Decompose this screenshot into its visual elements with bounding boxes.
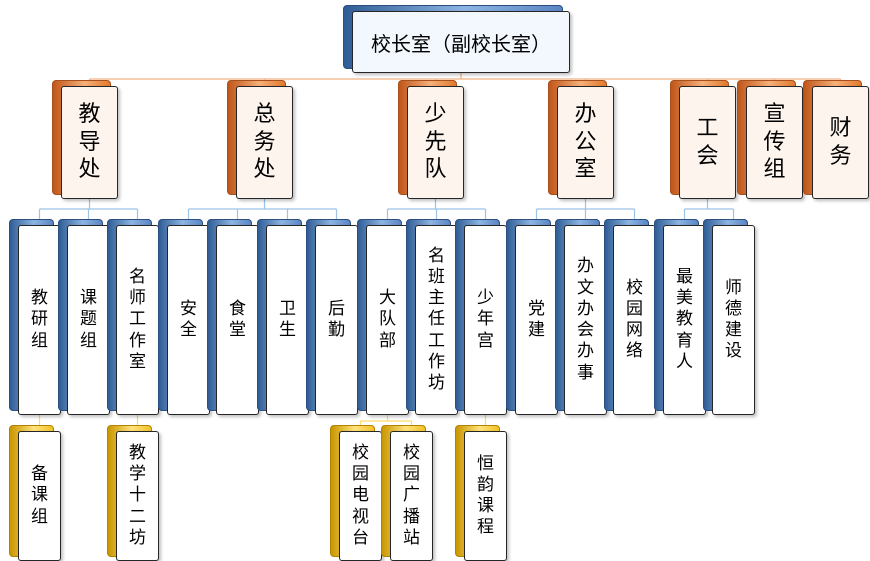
- box-label: 办公室: [574, 102, 597, 183]
- unit-box-unit-mingshi: 名师工作室: [107, 219, 159, 415]
- box-label: 名师工作室: [129, 266, 146, 372]
- box-label: 少年宫: [477, 288, 494, 351]
- box-label: 食堂: [229, 298, 246, 340]
- box-label: 办文办会办事: [577, 256, 594, 383]
- unit-box-unit-zuimei: 最美教育人: [654, 219, 706, 415]
- subunit-box-sub-guangbo: 校园广播站: [381, 425, 433, 561]
- box-face: 师德建设: [712, 225, 755, 415]
- subunit-box-sub-dianshi: 校园电视台: [330, 425, 382, 561]
- box-label: 备课组: [31, 464, 48, 527]
- department-box-dept-jiaodao: 教导处: [52, 80, 118, 199]
- unit-box-unit-dadui: 大队部: [357, 219, 409, 415]
- box-label: 党建: [528, 298, 545, 340]
- box-face: 安全: [167, 225, 210, 415]
- box-face: 大队部: [366, 225, 409, 415]
- unit-box-unit-mingban: 名班主任工作坊: [406, 219, 458, 415]
- department-box-dept-zongwu: 总务处: [227, 80, 293, 199]
- box-label: 校园网络: [626, 277, 643, 362]
- box-face: 最美教育人: [663, 225, 706, 415]
- box-label: 大队部: [379, 288, 396, 351]
- box-face: 财务: [812, 86, 869, 199]
- box-label: 课题组: [80, 288, 97, 351]
- department-box-dept-xuanchuan: 宣传组: [737, 80, 803, 199]
- box-face: 少年宫: [464, 225, 507, 415]
- unit-box-unit-keti: 课题组: [58, 219, 110, 415]
- root-box-root: 校长室（副校长室）: [343, 5, 570, 73]
- unit-box-unit-wangluo: 校园网络: [604, 219, 656, 415]
- unit-box-unit-dangjian: 党建: [506, 219, 558, 415]
- unit-box-unit-houqin: 后勤: [306, 219, 358, 415]
- box-face: 教研组: [18, 225, 61, 415]
- department-box-dept-bangongshi: 办公室: [548, 80, 614, 199]
- box-face: 校长室（副校长室）: [352, 11, 570, 73]
- box-face: 名师工作室: [116, 225, 159, 415]
- box-label: 教导处: [78, 102, 101, 183]
- box-label: 卫生: [279, 298, 296, 340]
- box-face: 总务处: [236, 86, 293, 199]
- box-face: 办公室: [557, 86, 614, 199]
- box-label: 教研组: [31, 288, 48, 351]
- box-label: 宣传组: [763, 102, 786, 183]
- box-label: 校园电视台: [352, 442, 369, 548]
- box-label: 校园广播站: [403, 442, 420, 548]
- box-label: 后勤: [328, 298, 345, 340]
- box-label: 教学十二坊: [129, 442, 146, 548]
- box-face: 恒韵课程: [464, 431, 507, 561]
- box-face: 少先队: [407, 86, 464, 199]
- box-label: 最美教育人: [676, 266, 693, 372]
- department-box-dept-gonghui: 工会: [670, 80, 736, 199]
- box-face: 党建: [515, 225, 558, 415]
- box-face: 备课组: [18, 431, 61, 561]
- department-box-dept-caiwu: 财务: [803, 80, 869, 199]
- box-face: 宣传组: [746, 86, 803, 199]
- unit-box-unit-shaonian: 少年宫: [455, 219, 507, 415]
- box-label: 工会: [696, 116, 719, 169]
- unit-box-unit-shide: 师德建设: [703, 219, 755, 415]
- box-label: 安全: [180, 298, 197, 340]
- box-face: 课题组: [67, 225, 110, 415]
- unit-box-unit-anquan: 安全: [158, 219, 210, 415]
- box-face: 办文办会办事: [564, 225, 607, 415]
- box-label: 恒韵课程: [477, 453, 494, 538]
- box-label: 少先队: [424, 102, 447, 183]
- unit-box-unit-shitang: 食堂: [207, 219, 259, 415]
- box-face: 教导处: [61, 86, 118, 199]
- box-label: 名班主任工作坊: [428, 245, 445, 394]
- department-box-dept-shaoxiandui: 少先队: [398, 80, 464, 199]
- box-label: 总务处: [253, 102, 276, 183]
- subunit-box-sub-beike: 备课组: [9, 425, 61, 561]
- unit-box-unit-banwen: 办文办会办事: [555, 219, 607, 415]
- box-face: 工会: [679, 86, 736, 199]
- box-label: 财务: [829, 116, 852, 169]
- subunit-box-sub-jiaoxue: 教学十二坊: [107, 425, 159, 561]
- box-face: 后勤: [315, 225, 358, 415]
- box-face: 校园网络: [613, 225, 656, 415]
- box-face: 卫生: [266, 225, 309, 415]
- box-label: 校长室（副校长室）: [371, 31, 551, 56]
- box-face: 食堂: [216, 225, 259, 415]
- box-face: 校园广播站: [390, 431, 433, 561]
- box-label: 师德建设: [725, 277, 742, 362]
- unit-box-unit-weisheng: 卫生: [257, 219, 309, 415]
- unit-box-unit-jiaoyan: 教研组: [9, 219, 61, 415]
- box-face: 校园电视台: [339, 431, 382, 561]
- box-face: 教学十二坊: [116, 431, 159, 561]
- box-face: 名班主任工作坊: [415, 225, 458, 415]
- subunit-box-sub-hengyun: 恒韵课程: [455, 425, 507, 561]
